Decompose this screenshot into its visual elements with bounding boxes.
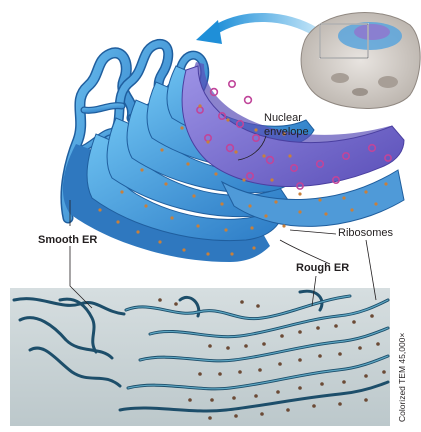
- ribosome-dots: [98, 104, 388, 256]
- leader-rough: [279, 239, 331, 265]
- rough-er-label: Rough ER: [296, 262, 350, 274]
- pointer-arrow: [196, 12, 321, 44]
- cell-inset-image: [300, 12, 421, 109]
- nuclear-envelope-label-line1: Nuclear: [264, 112, 302, 124]
- nuclear-pores: [196, 80, 392, 190]
- leader-lines: [69, 135, 377, 309]
- leader-nuclear: [237, 135, 267, 161]
- leader-smooth-tem: [69, 246, 93, 309]
- micrograph-caption: Colorized TEM 45,000×: [397, 332, 407, 422]
- leader-ribosomes-tem: [365, 239, 377, 301]
- tem-micrograph: [10, 288, 390, 426]
- smooth-er-label: Smooth ER: [38, 234, 98, 246]
- ribosomes-label: Ribosomes: [338, 227, 394, 239]
- leader-ribosomes: [289, 229, 337, 235]
- nuclear-envelope-label-line2: envelope: [264, 126, 309, 138]
- nuclear-envelope: [181, 62, 405, 227]
- leader-rough-tem: [311, 275, 317, 307]
